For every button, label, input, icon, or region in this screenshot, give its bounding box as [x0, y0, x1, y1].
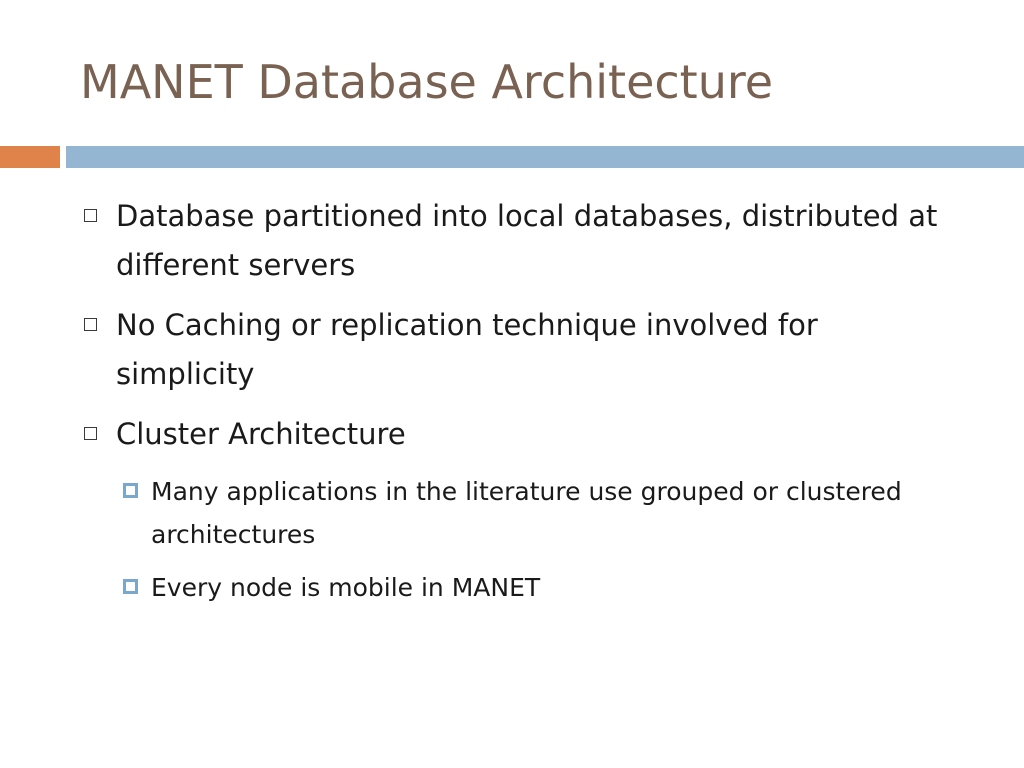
bullet-text: Database partitioned into local database…: [116, 199, 938, 282]
hollow-square-bullet-icon: [84, 427, 97, 440]
bullet-item: Database partitioned into local database…: [0, 192, 1024, 290]
accent-bar-blue: [66, 146, 1024, 168]
sub-bullet-text: Many applications in the literature use …: [151, 477, 902, 549]
sub-bullet-item: Every node is mobile in MANET: [0, 566, 1024, 609]
bullet-list: Database partitioned into local database…: [0, 192, 1024, 619]
bullet-item: Cluster Architecture: [0, 410, 1024, 459]
bullet-text: No Caching or replication technique invo…: [116, 308, 818, 391]
bullet-item: No Caching or replication technique invo…: [0, 301, 1024, 399]
hollow-square-bullet-icon: [84, 318, 97, 331]
bullet-text: Cluster Architecture: [116, 417, 406, 451]
accent-bar-orange: [0, 146, 60, 168]
sub-bullet-item: Many applications in the literature use …: [0, 470, 1024, 556]
sub-bullet-text: Every node is mobile in MANET: [151, 573, 541, 602]
slide-title: MANET Database Architecture: [80, 55, 774, 109]
hollow-square-bullet-icon: [84, 209, 97, 222]
filled-square-bullet-icon: [123, 579, 138, 594]
filled-square-bullet-icon: [123, 483, 138, 498]
